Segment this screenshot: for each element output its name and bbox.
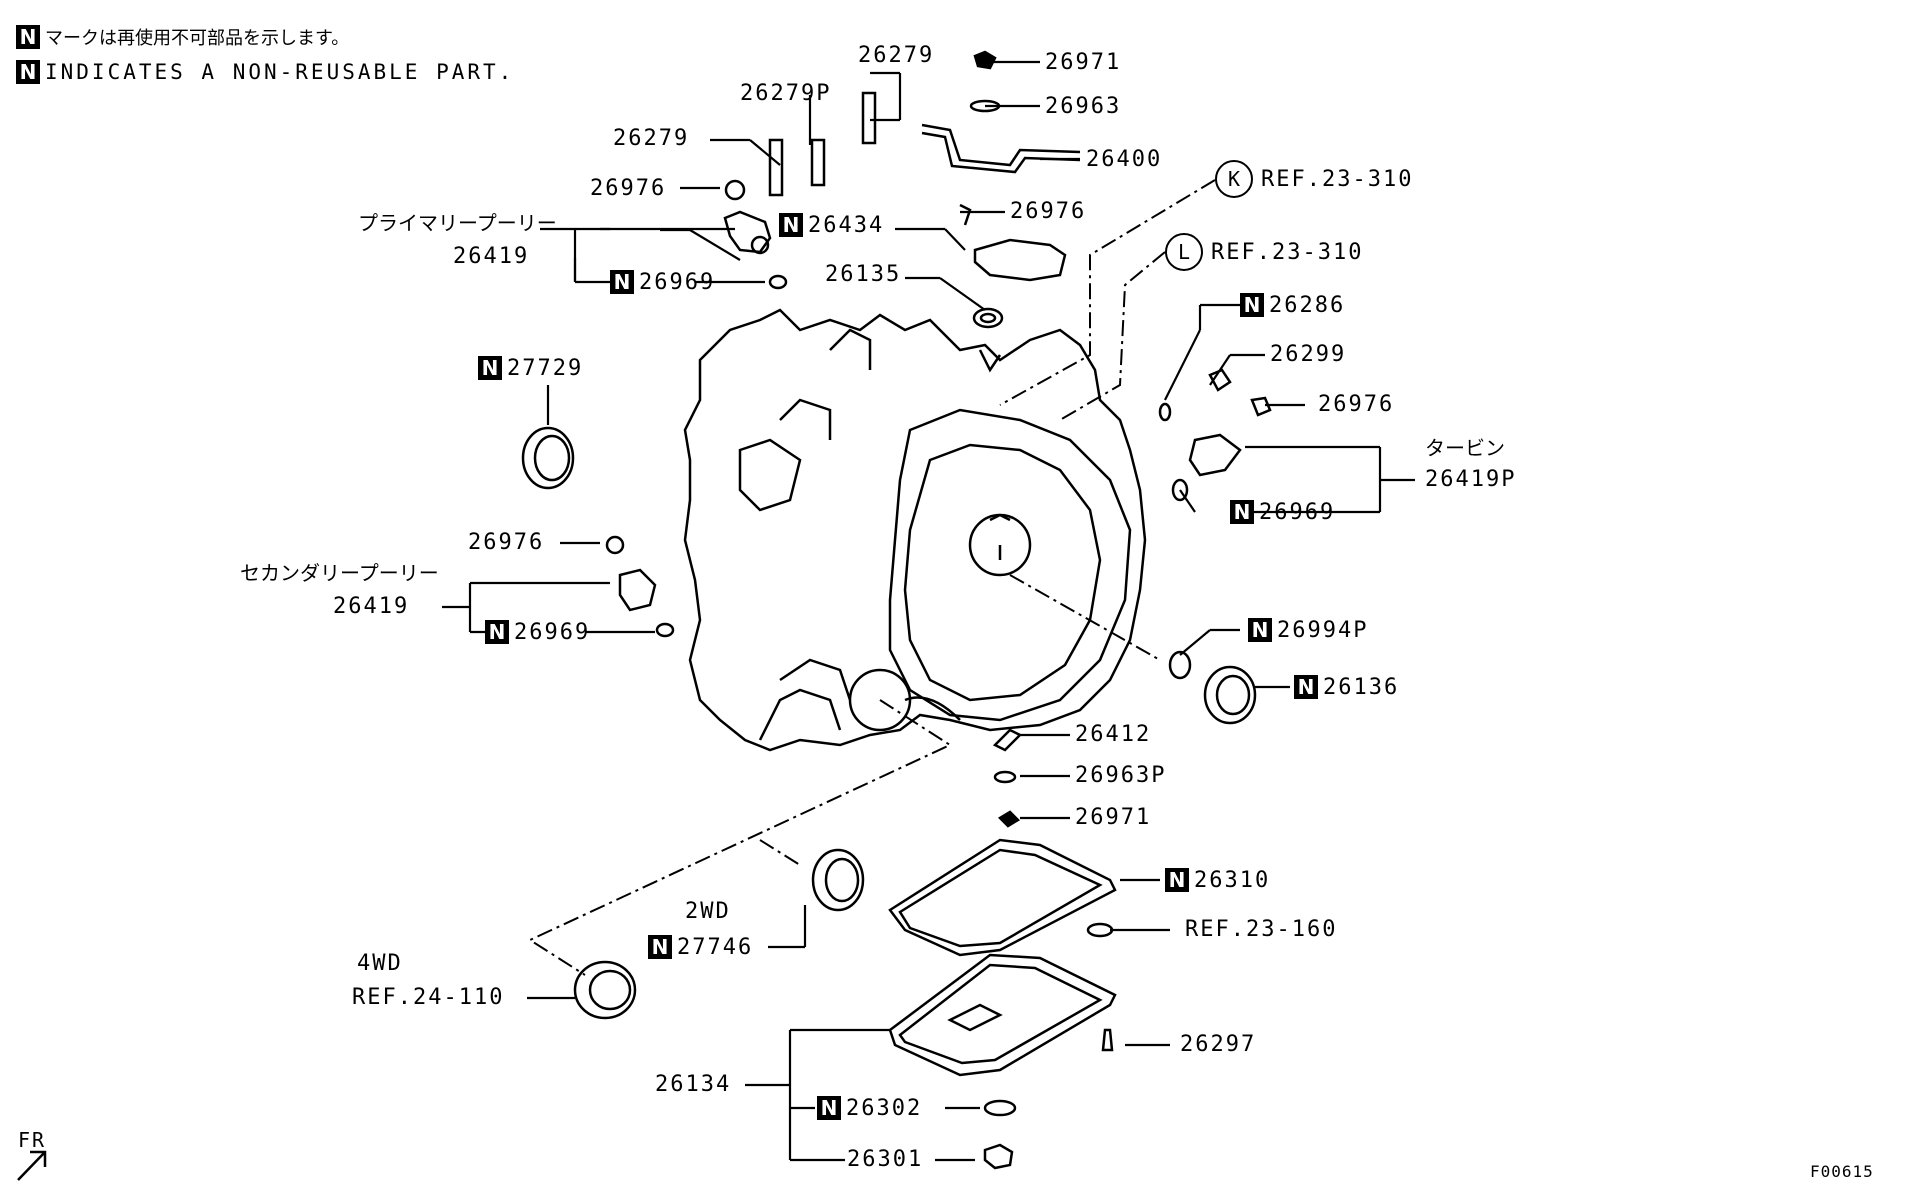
part-26279-top: 26279 bbox=[858, 43, 935, 68]
part-26310-number: 26310 bbox=[1194, 868, 1271, 893]
ref-l: L REF.23-310 bbox=[1165, 233, 1363, 271]
label-4wd: 4WD bbox=[357, 951, 403, 976]
transmission-case bbox=[683, 308, 1147, 752]
ref-l-text: REF.23-310 bbox=[1211, 240, 1364, 265]
n-mark-icon: N bbox=[648, 935, 672, 959]
part-26286-number: 26286 bbox=[1269, 293, 1346, 318]
part-27746-number: 27746 bbox=[677, 935, 754, 960]
part-26419-b: 26419 bbox=[333, 594, 410, 619]
note-en-text: INDICATES A NON-REUSABLE PART. bbox=[45, 60, 515, 84]
n-mark-icon: N bbox=[16, 60, 40, 84]
part-26963p: 26963P bbox=[1075, 763, 1167, 788]
part-26971-top: 26971 bbox=[1045, 50, 1122, 75]
n-mark-icon: N bbox=[1248, 618, 1272, 642]
part-26419-a: 26419 bbox=[453, 244, 530, 269]
part-26976-b: 26976 bbox=[1010, 199, 1087, 224]
figure-code: F00615 bbox=[1810, 1162, 1874, 1181]
small-parts bbox=[17, 50, 1272, 1181]
part-26279-left: 26279 bbox=[613, 126, 690, 151]
part-26994p-number: 26994P bbox=[1277, 618, 1369, 643]
n-mark-icon: N bbox=[817, 1096, 841, 1120]
part-26297: 26297 bbox=[1180, 1032, 1257, 1057]
part-26302-number: 26302 bbox=[846, 1096, 923, 1121]
label-secondary-pulley: セカンダリープーリー bbox=[240, 561, 439, 585]
l-circle-icon: L bbox=[1165, 233, 1203, 271]
n-mark-icon: N bbox=[485, 620, 509, 644]
n-mark-icon: N bbox=[1294, 675, 1318, 699]
label-2wd: 2WD bbox=[685, 899, 731, 924]
part-26400: 26400 bbox=[1086, 147, 1163, 172]
fr-label: FR bbox=[18, 1128, 47, 1152]
part-26976-d: 26976 bbox=[468, 530, 545, 555]
part-26971-bottom: 26971 bbox=[1075, 805, 1152, 830]
ref-k: K REF.23-310 bbox=[1215, 160, 1413, 198]
part-26134: 26134 bbox=[655, 1072, 732, 1097]
n-mark-icon: N bbox=[1165, 868, 1189, 892]
part-26434-number: 26434 bbox=[808, 213, 885, 238]
part-26301: 26301 bbox=[847, 1147, 924, 1172]
n-mark-icon: N bbox=[16, 25, 40, 49]
n-mark-icon: N bbox=[779, 213, 803, 237]
part-26969-b-number: 26969 bbox=[514, 620, 591, 645]
part-26279p: 26279P bbox=[740, 81, 832, 106]
n-mark-icon: N bbox=[1230, 500, 1254, 524]
part-27729-number: 27729 bbox=[507, 356, 584, 381]
part-26299: 26299 bbox=[1270, 342, 1347, 367]
reference-lines bbox=[527, 179, 1216, 976]
ref-k-text: REF.23-310 bbox=[1261, 167, 1414, 192]
label-primary-pulley: プライマリープーリー bbox=[358, 211, 557, 235]
part-26136-number: 26136 bbox=[1323, 675, 1400, 700]
part-26976-c: 26976 bbox=[1318, 392, 1395, 417]
part-26969-a-number: 26969 bbox=[639, 270, 716, 295]
note-jp-text: マークは再使用不可部品を示します。 bbox=[45, 28, 350, 49]
n-mark-icon: N bbox=[478, 356, 502, 380]
leader-lines bbox=[442, 60, 1415, 1162]
part-26969-c-number: 26969 bbox=[1259, 500, 1336, 525]
part-26419p: 26419P bbox=[1425, 467, 1517, 492]
n-mark-icon: N bbox=[1240, 293, 1264, 317]
part-26135: 26135 bbox=[825, 262, 902, 287]
part-26963: 26963 bbox=[1045, 94, 1122, 119]
k-circle-icon: K bbox=[1215, 160, 1253, 198]
ref-24-110: REF.24-110 bbox=[352, 985, 505, 1010]
part-26976-a: 26976 bbox=[590, 176, 667, 201]
ref-23-160: REF.23-160 bbox=[1185, 917, 1338, 942]
part-26412: 26412 bbox=[1075, 722, 1152, 747]
label-turbine: タービン bbox=[1425, 436, 1505, 460]
n-mark-icon: N bbox=[610, 270, 634, 294]
